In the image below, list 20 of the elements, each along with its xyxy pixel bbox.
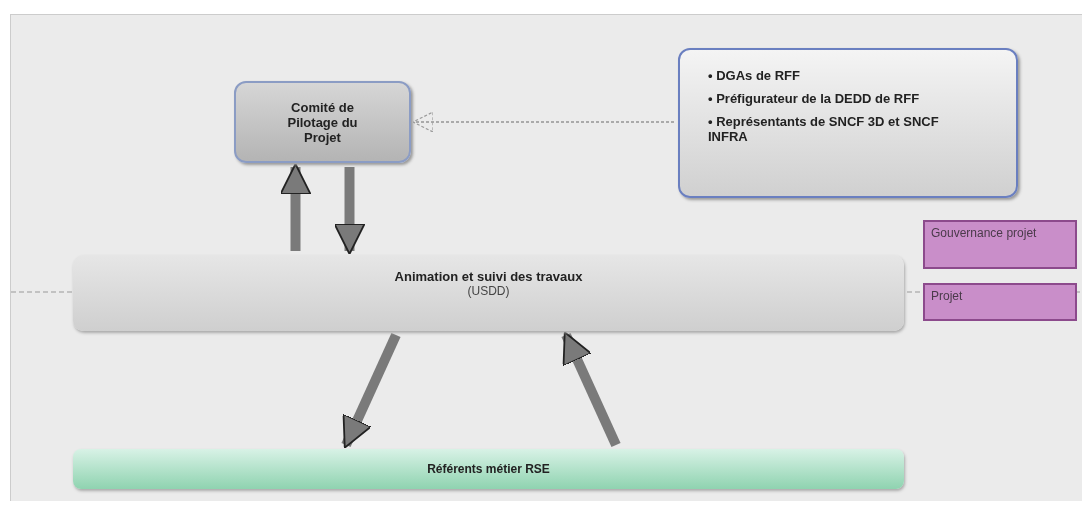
list-item: • Préfigurateur de la DEDD de RFF xyxy=(708,91,920,106)
block-arrow xyxy=(279,163,312,251)
process-band xyxy=(73,449,904,489)
block-arrow xyxy=(333,167,366,255)
node-sublabel: (USDD) xyxy=(467,284,510,298)
participant-list-box xyxy=(678,48,1018,198)
node-label: Projet xyxy=(931,289,963,303)
block-arrow xyxy=(341,332,401,449)
section-label xyxy=(923,283,1077,321)
block-arrow xyxy=(561,331,621,448)
node-label: Animation et suivi des travaux xyxy=(394,269,583,284)
process-band xyxy=(73,255,904,331)
node-label: Gouvernance projet xyxy=(931,226,1037,240)
node-label: Référents métier RSE xyxy=(427,462,550,476)
dashed-block-arrow xyxy=(412,111,675,133)
node-label: Comité de Pilotage du Projet xyxy=(286,99,359,145)
list-item: • DGAs de RFF xyxy=(708,68,800,83)
process-box xyxy=(234,81,411,163)
section-label xyxy=(923,220,1077,269)
list-item: • Représentants de SNCF 3D et SNCF INFRA xyxy=(708,114,940,144)
